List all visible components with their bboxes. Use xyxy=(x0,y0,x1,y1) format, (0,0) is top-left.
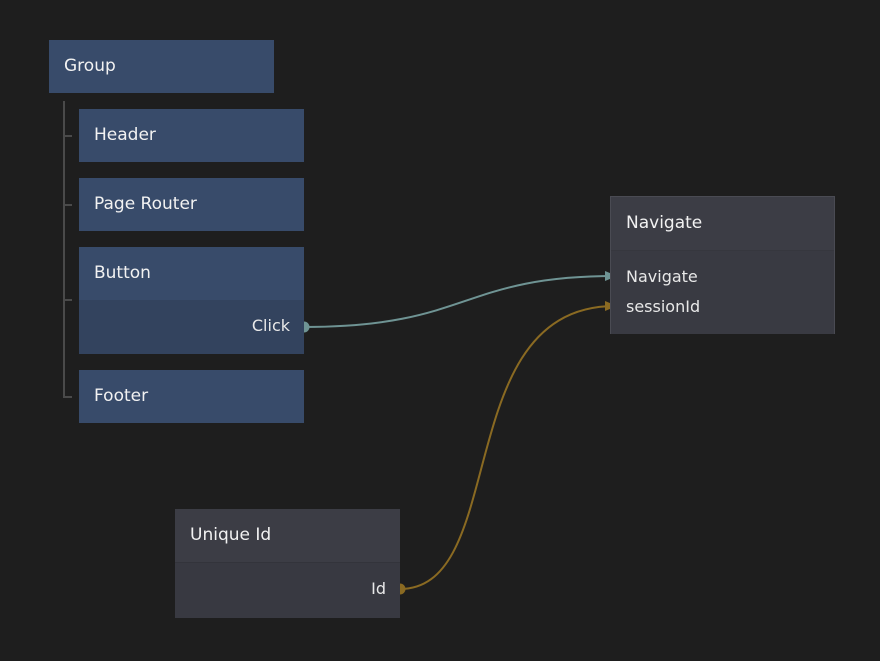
button-node-title: Button xyxy=(79,247,304,300)
sessionid-input-port[interactable]: sessionId xyxy=(626,297,701,316)
hierarchy-branch xyxy=(63,135,72,137)
hierarchy-branch xyxy=(63,396,72,398)
navigate-node-title: Navigate xyxy=(611,197,834,251)
hierarchy-branch xyxy=(63,204,72,206)
click-output-port[interactable]: Click xyxy=(251,316,290,335)
page-router-node-title: Page Router xyxy=(79,178,304,231)
hierarchy-branch xyxy=(63,299,72,301)
group-node-title: Group xyxy=(49,40,274,93)
button-node[interactable]: Button Click xyxy=(79,247,304,354)
unique-id-node-ports: Id xyxy=(175,562,400,618)
wire-click-to-navigate[interactable] xyxy=(303,275,616,328)
navigate-node-ports: Navigate sessionId xyxy=(611,251,834,334)
header-node-title: Header xyxy=(79,109,304,162)
unique-id-node[interactable]: Unique Id Id xyxy=(175,509,400,618)
group-node[interactable]: Group xyxy=(49,40,274,93)
button-node-ports: Click xyxy=(79,300,304,354)
navigate-node[interactable]: Navigate Navigate sessionId xyxy=(610,196,835,334)
footer-node[interactable]: Footer xyxy=(79,370,304,423)
wire-id-to-sessionid[interactable] xyxy=(399,305,616,590)
hierarchy-line xyxy=(63,101,65,397)
unique-id-node-title: Unique Id xyxy=(175,509,400,562)
page-router-node[interactable]: Page Router xyxy=(79,178,304,231)
header-node[interactable]: Header xyxy=(79,109,304,162)
id-output-port[interactable]: Id xyxy=(371,579,386,598)
footer-node-title: Footer xyxy=(79,370,304,423)
navigate-input-port[interactable]: Navigate xyxy=(626,267,698,286)
